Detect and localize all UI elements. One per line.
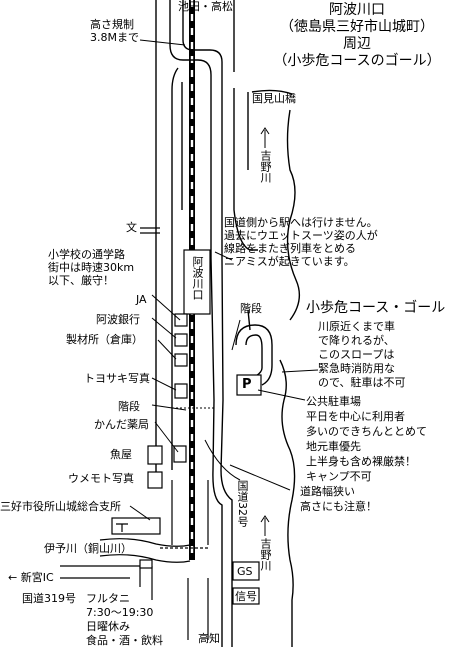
warning-line-4: ニアミスが起きています。 [224,255,355,268]
signal-box [232,587,260,605]
signal-label: 信号 [235,590,257,603]
stairs-right: 階段 [240,302,262,315]
office-label: 三好市役所山城総合支所 [0,500,121,513]
warning-line-3: 線路をまたぎ列車をとめる [224,242,356,255]
gas-station-box [232,561,260,581]
station-label: 阿波川口 [191,256,204,300]
shop-awa-bank: 阿波銀行 [96,313,140,326]
north-direction: 池田・高松 [178,0,233,13]
road-note: 道路幅狭い 高さにも注意！ [300,484,377,514]
iyo-river-label: 伊予川（銅山川） [44,542,132,555]
parking-symbol: P [242,377,252,392]
height-limit-line-1: 高さ規制 [90,18,134,31]
south-direction: 高知 [198,632,220,645]
height-limit-line-2: 3.8Mまで [90,31,139,44]
shop-umemoto-photo: ウメモト写真 [68,472,134,485]
river-label-top: 吉野川 [259,150,272,183]
furutani-store: フルタニ 7:30～19:30 日曜休み 食品・酒・飲料 [86,592,163,648]
office-building [111,517,161,535]
parking-line-3: 多いのできちんととめて [306,425,427,438]
gas-station-label: GS [237,565,253,578]
school-route-note: 小学校の通学路 街中は時速30km 以下、厳守！ [48,248,134,287]
title-line-1: 阿波川口 [329,2,385,18]
west-direction: ← 新宮IC [8,571,54,584]
route32-road [169,0,233,647]
town-street [155,0,183,480]
shop-ja: JA [136,293,147,306]
slope-line-4: 緊急時消防用な [318,362,395,375]
furutani-goods: 食品・酒・飲料 [86,634,163,647]
shop-boxes [147,313,188,489]
map-title: 阿波川口 （徳島県三好市山城町） 周辺 （小歩危コースのゴール） [272,2,442,70]
slope-note: 川原近くまで車 で降りれるが、 このスロープは 緊急時消防用な ので、駐車は不可 [318,320,406,390]
warning-line-1: 国道側から駅へは行けません。 [224,216,378,229]
slope-arrow [204,439,241,481]
parking-note: 公共駐車場 平日を中心に利用者 多いのできちんととめて 地元車優先 上半身も含め… [306,394,427,484]
parking-line-5: 上半身も含め裸厳禁！ [306,455,416,468]
shop-kanda-pharmacy: かんだ薬局 [94,418,149,431]
goal-title: 小歩危コース・ゴール [306,300,446,316]
leader-lines [129,39,319,521]
school-note-line-3: 以下、厳守！ [48,274,114,287]
south-road [171,480,209,640]
route32-label: 国道32号 [236,480,249,527]
height-limit: 高さ規制 3.8Mまで [90,18,139,44]
slope-line-1: 川原近くまで車 [318,320,395,333]
slope-line-3: このスロープは [318,348,395,361]
warning-line-2: 過去にウエットスーツ姿の人が [224,229,378,242]
office-symbol [116,523,128,532]
parking-line-1: 公共駐車場 [306,395,361,408]
furutani-hours: 7:30～19:30 [86,606,154,619]
slope-path [235,309,273,386]
road-note-line-1: 道路幅狭い [300,485,355,498]
school-note-line-1: 小学校の通学路 [48,248,125,261]
flow-arrows [260,127,270,536]
furutani-closed: 日曜休み [86,620,130,633]
river-bank [233,0,301,647]
road-note-line-2: 高さにも注意！ [300,500,377,513]
bridge-label: 国見山橋 [252,92,296,105]
route319-label: 国道319号 [22,592,76,605]
title-line-2: （徳島県三好市山城町） [280,19,434,35]
river-label-bottom: 吉野川 [259,538,272,571]
furutani-name: フルタニ [86,592,130,605]
shop-sawmill: 製材所（倉庫） [66,333,143,346]
warning-note: 国道側から駅へは行けません。 過去にウエットスーツ姿の人が 線路をまたぎ列車をと… [224,216,378,268]
parking-line-4: 地元車優先 [306,440,361,453]
parking-box [236,374,262,396]
station-building [183,249,211,315]
slope-line-5: ので、駐車は不可 [318,376,406,389]
route319-road [60,559,153,600]
parking-line-6: キャンプ不可 [306,470,372,483]
slope-line-2: で降りれるが、 [318,334,395,347]
bridge-marker [140,227,160,234]
school-note-line-2: 街中は時速30km [48,261,135,274]
parking-line-2: 平日を中心に利用者 [306,410,405,423]
iyo-river [99,538,208,563]
title-line-3: 周辺 [343,36,371,52]
stairs-left: 階段 [118,400,140,413]
shop-toyosaki-photo: トヨサキ写真 [84,372,150,385]
shop-fish: 魚屋 [110,448,132,461]
school-symbol: 文 [126,221,137,234]
title-line-4: （小歩危コースのゴール） [273,53,441,69]
